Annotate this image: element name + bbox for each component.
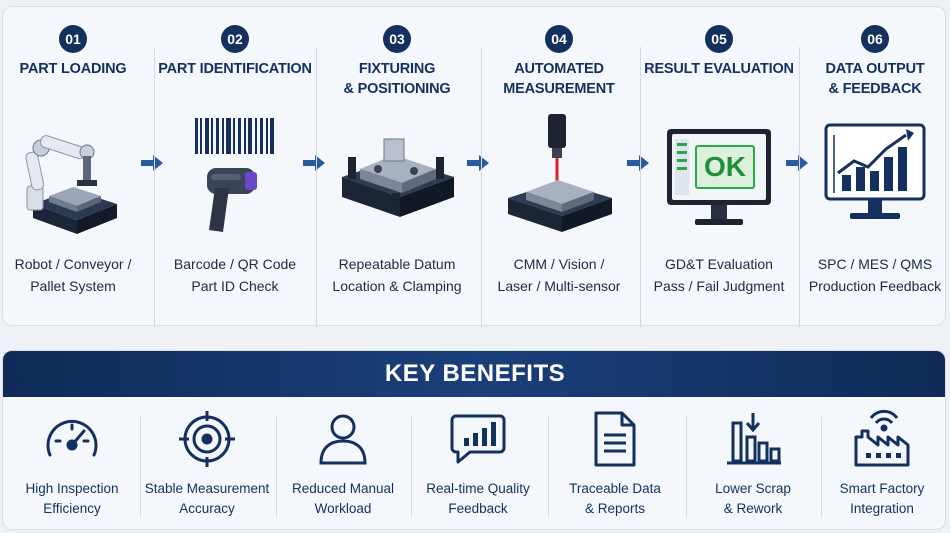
benefit-divider <box>140 417 141 517</box>
step-title: PART LOADING <box>19 61 127 77</box>
person-icon <box>311 409 375 469</box>
ok-result-badge: OK <box>695 145 755 189</box>
step-divider <box>640 47 641 327</box>
monitor-icon: OK <box>654 107 784 247</box>
step-part-loading: 01 PART LOADING <box>0 25 148 325</box>
step-part-identification: 02 PART IDENTIFICATION <box>158 25 312 325</box>
step-title: DATA OUTPUT& FEEDBACK <box>825 61 925 97</box>
arrow-right-icon <box>467 155 489 171</box>
process-flow-panel: 01 PART LOADING <box>0 6 946 327</box>
step-number-badge: 06 <box>861 25 889 53</box>
step-description: CMM / Vision /Laser / Multi-sensor <box>497 256 621 294</box>
arrow-right-icon <box>786 155 808 171</box>
growth-chart-monitor-icon <box>810 107 940 247</box>
bar-chart-down-icon <box>721 409 785 469</box>
step-divider <box>799 47 800 327</box>
step-number-badge: 04 <box>545 25 573 53</box>
step-title: FIXTURING& POSITIONING <box>343 61 451 97</box>
measurement-probe-icon <box>494 107 624 247</box>
benefit-label: Traceable Data& Reports <box>569 481 661 516</box>
benefit-item: Lower Scrap& Rework <box>686 409 820 527</box>
benefit-divider <box>411 417 412 517</box>
step-divider <box>481 47 482 327</box>
benefit-divider <box>548 417 549 517</box>
step-data-output-feedback: 06 DATA OUTPUT& FEEDBACK <box>800 25 950 325</box>
fixture-icon <box>332 107 462 247</box>
step-result-evaluation: 05 RESULT EVALUATION OK <box>644 25 794 325</box>
benefit-divider <box>276 417 277 517</box>
document-icon <box>583 409 647 469</box>
step-number-badge: 01 <box>59 25 87 53</box>
step-divider <box>316 47 317 327</box>
benefit-item: Traceable Data& Reports <box>548 409 682 527</box>
speedometer-icon <box>40 409 104 469</box>
target-icon <box>175 409 239 469</box>
chat-chart-icon <box>446 409 510 469</box>
step-number-badge: 02 <box>221 25 249 53</box>
step-title: RESULT EVALUATION <box>644 61 794 77</box>
arrow-right-icon <box>303 155 325 171</box>
barcode-scanner-icon <box>170 107 300 247</box>
step-description: Robot / Conveyor /Pallet System <box>14 256 132 294</box>
arrow-right-icon <box>141 155 163 171</box>
benefit-divider <box>686 417 687 517</box>
step-number-badge: 03 <box>383 25 411 53</box>
step-divider <box>154 47 155 327</box>
benefit-label: Lower Scrap& Rework <box>715 481 791 516</box>
key-benefits-header: KEY BENEFITS <box>3 351 945 397</box>
smart-factory-icon <box>850 409 914 469</box>
step-number-badge: 05 <box>705 25 733 53</box>
step-fixturing-positioning: 03 FIXTURING& POSITIONING <box>322 25 472 325</box>
benefit-divider <box>821 417 822 517</box>
step-title: PART IDENTIFICATION <box>158 61 312 77</box>
robot-arm-icon <box>8 107 138 247</box>
key-benefits-title: KEY BENEFITS <box>384 360 566 387</box>
arrow-right-icon <box>627 155 649 171</box>
